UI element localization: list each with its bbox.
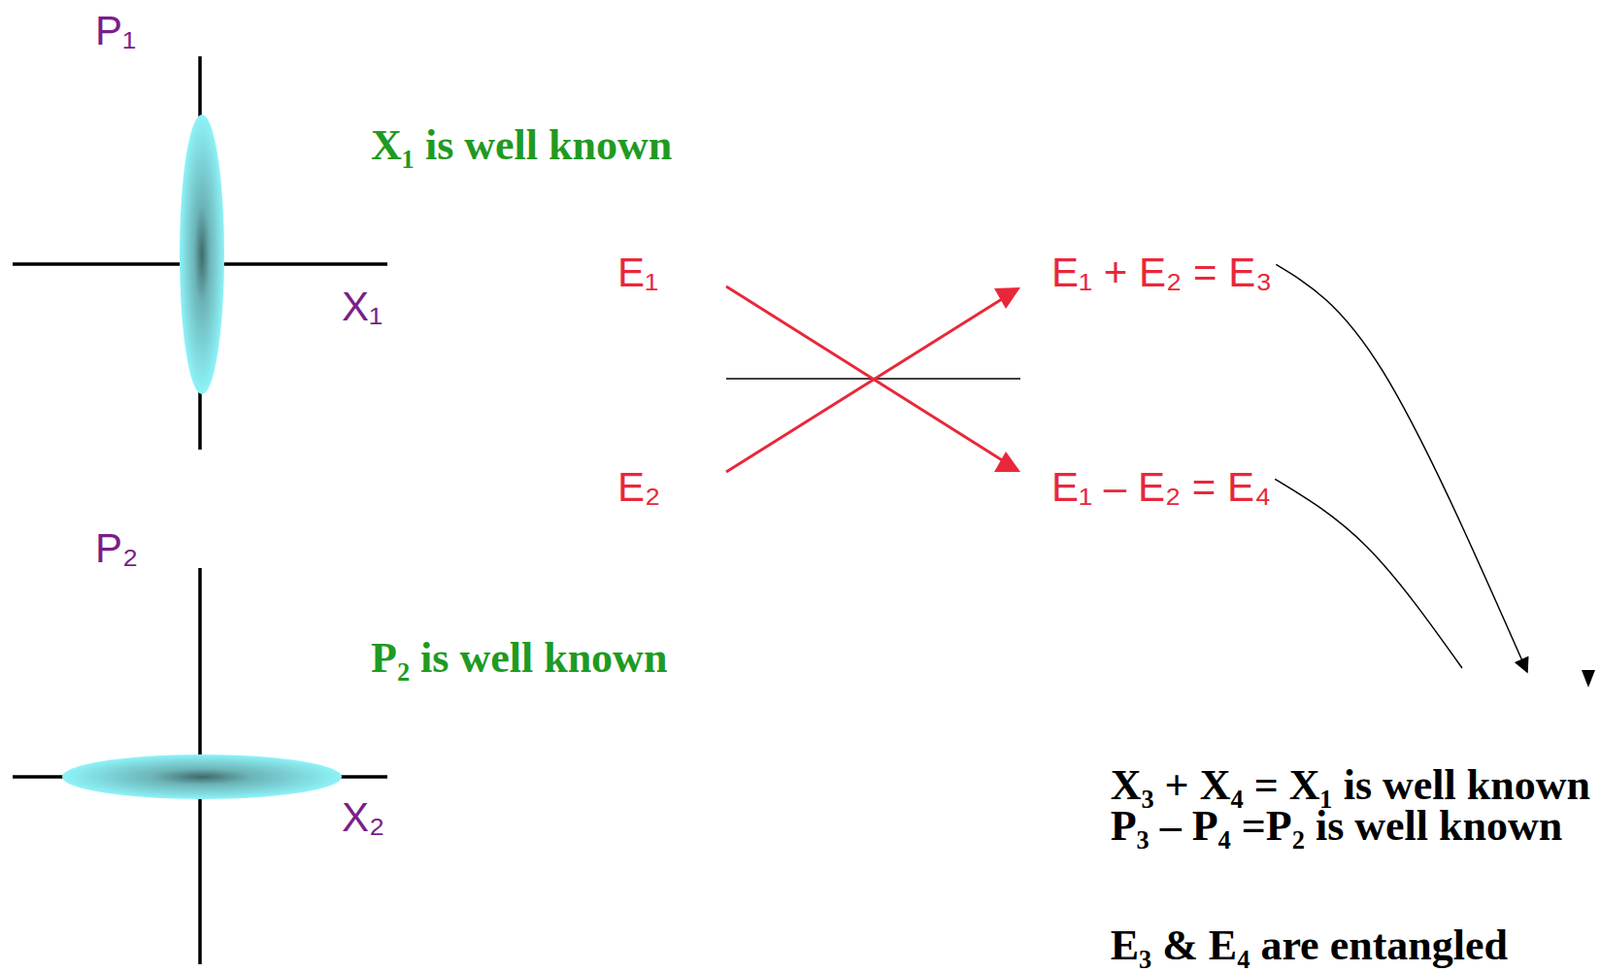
phase-plot [12,567,388,965]
leader-line [1275,264,1528,672]
leader-arrowhead [1581,669,1596,688]
note-text: X₁ is well known [370,124,672,167]
field-label: E₁ + E₂ = E₃ [1051,252,1272,294]
axis-label: P₁ [95,10,136,52]
note-text: X₃ + X₄ = X₁ is well known [1110,764,1591,807]
leader-line [1274,478,1463,668]
note-text: P₃ – P₄ =P₂ is well known [1110,804,1564,848]
field-label: E₂ [617,466,661,508]
beam-path [726,286,1018,470]
uncertainty-ellipse [179,114,225,395]
phase-plot [12,56,388,450]
note-text: E₃ & E₄ are entangled [1110,924,1508,967]
field-label: E₁ – E₂ = E₄ [1051,466,1271,508]
beam-arrowhead [994,451,1021,472]
axis-label: X₂ [341,797,385,838]
axis-label: P₂ [95,528,138,569]
beam-arrowhead [994,287,1021,309]
uncertainty-ellipse [62,754,342,800]
note-text: P₂ is well known [370,636,667,680]
field-label: E₁ [617,252,659,294]
axis-label: X₁ [341,286,383,328]
beam-path [726,289,1018,472]
